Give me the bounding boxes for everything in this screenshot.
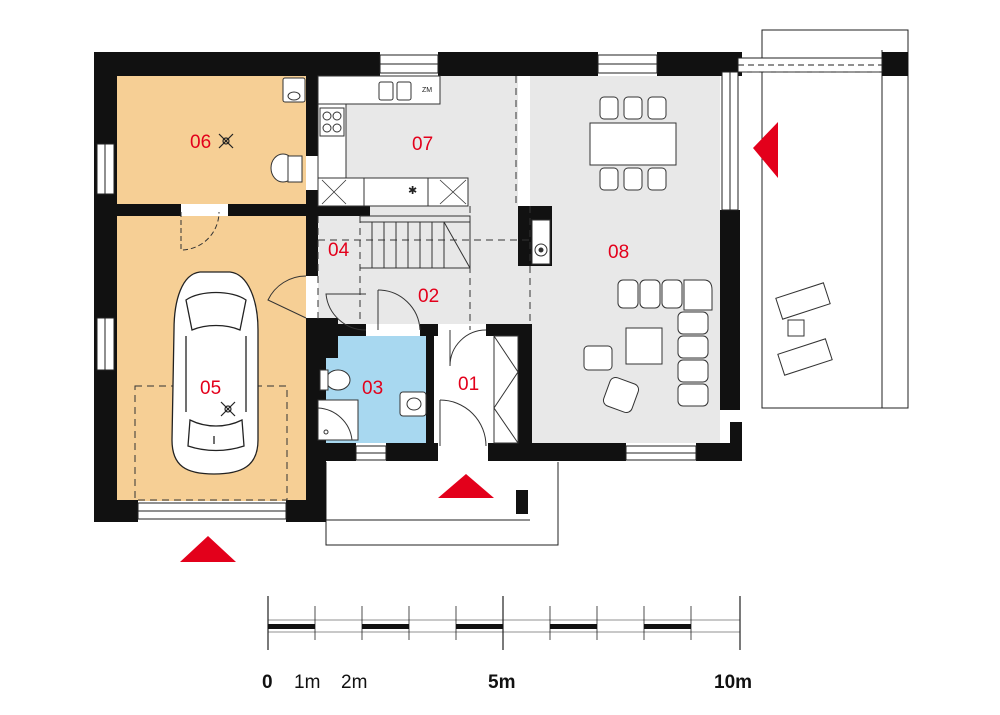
extractor-star: ✱ [408,184,417,197]
scale-label-10m: 10m [714,672,752,693]
room-06-floor [117,76,306,204]
room-label-02: 02 [418,286,439,307]
entrance-light [516,490,528,514]
entrance-arrow-icon [180,122,778,562]
room-label-06: 06 [190,132,211,153]
scale-bar: 0 1m 2m 5m 10m [262,596,752,693]
windows [96,54,883,520]
terrace-right [761,29,909,409]
bath-toilet-icon [319,369,351,391]
sun-lounger-icon [775,282,833,376]
light-fixture-icon [218,133,236,417]
scale-label-1m: 1m [294,672,320,693]
fireplace-icon [531,219,551,265]
room-02-floor [318,206,530,324]
shower-icon [317,399,359,441]
room-label-01: 01 [458,374,479,395]
doors [180,211,487,447]
room-label-08: 08 [608,242,629,263]
room-label-05: 05 [200,378,221,399]
wardrobe [493,335,519,444]
room-label-07: 07 [412,134,433,155]
room-label-04: 04 [328,240,350,261]
sink-icon [378,81,412,101]
room-label-03: 03 [362,378,383,399]
counter-hatching [321,179,467,205]
sofa-icon [583,279,713,414]
car-icon [171,271,259,475]
appliance-label: ZM [422,87,432,94]
scale-label-0: 0 [262,672,273,693]
dining-table-icon [589,96,677,191]
scale-label-2m: 2m [341,672,367,693]
bath-sink-icon [399,391,427,417]
stove-icon [319,107,345,137]
toilet-icon [270,77,306,183]
staircase [360,215,471,269]
scale-label-5m: 5m [488,672,515,693]
